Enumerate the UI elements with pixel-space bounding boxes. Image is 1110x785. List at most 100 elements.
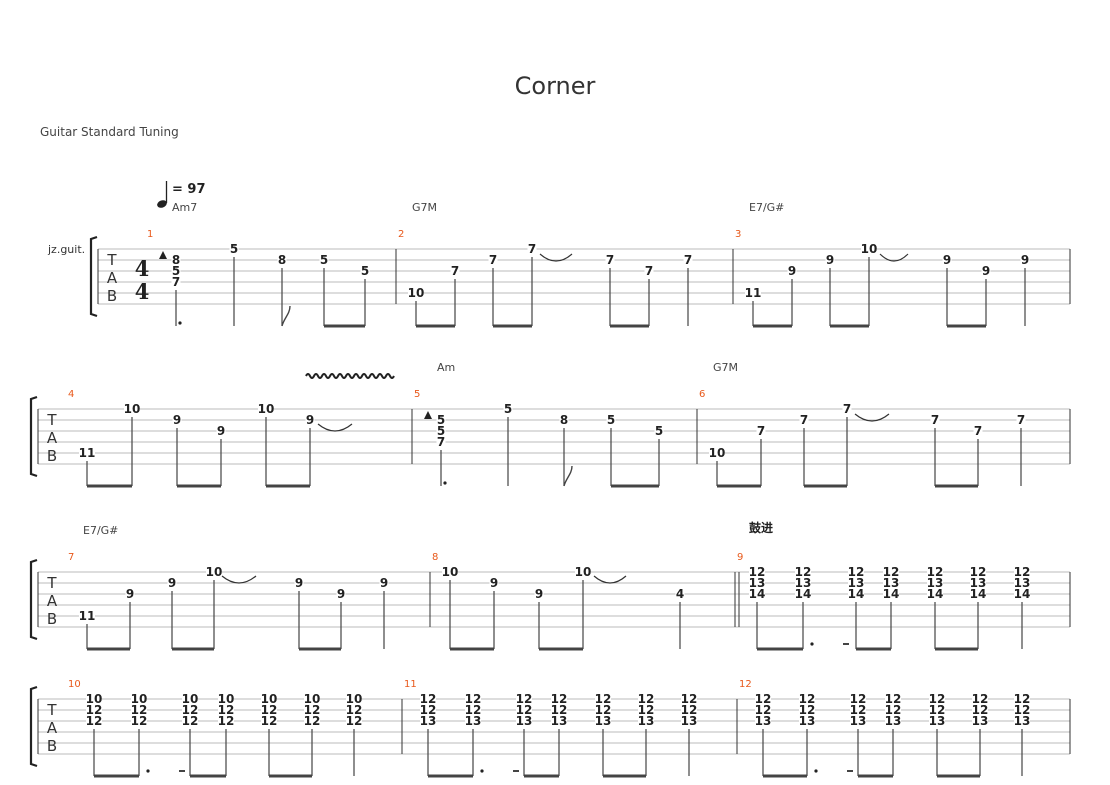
fret-number: 12 [420,703,437,717]
chord-symbol: G7M [412,201,437,214]
fret-bg [131,693,147,705]
fret-number: 13 [970,576,987,590]
fret-bg [606,414,616,426]
tab-letter-b: B [47,737,57,755]
fret-bg [465,693,481,705]
tie [221,575,257,584]
fret-number: 14 [848,587,865,601]
fret-number: 7 [606,253,614,267]
fret-number: 12 [883,565,900,579]
fret-number: 7 [974,424,982,438]
fret-number: 12 [755,692,772,706]
fret-bg [503,403,513,415]
fret-bg [182,704,198,716]
fret-bg [171,254,181,266]
fret-number: 10 [218,692,235,706]
fret-number: 11 [745,286,762,300]
fret-bg [638,715,654,727]
fret-number: 12 [681,692,698,706]
fret-number: 13 [929,714,946,728]
fret-number: 12 [131,703,148,717]
fret-number: 8 [560,413,568,427]
fret-bg [305,414,315,426]
fret-bg [885,693,901,705]
fret-bg [442,566,458,578]
chord-symbol: Am [437,361,455,374]
fret-number: 12 [749,565,766,579]
fret-number: 12 [465,703,482,717]
tab-letter-t: T [46,411,57,429]
fret-bg [172,414,182,426]
fret-bg [218,693,234,705]
tab-letter-a: A [107,269,118,287]
fret-bg [206,566,222,578]
fret-bg [930,414,940,426]
fret-number: 10 [86,692,103,706]
fret-number: 12 [182,703,199,717]
fret-bg [885,715,901,727]
fret-number: 7 [931,413,939,427]
vibrato-icon [305,373,395,379]
fret-number: 7 [684,253,692,267]
fret-bg [861,243,877,255]
fret-number: 13 [638,714,655,728]
time-signature-bottom: 4 [135,279,150,304]
fret-number: 13 [755,714,772,728]
fret-number: 9 [1021,253,1029,267]
fret-number: 12 [755,703,772,717]
fret-number: 12 [516,703,533,717]
tab-letter-t: T [46,574,57,592]
fret-number: 7 [489,253,497,267]
fret-number: 12 [346,703,363,717]
fret-bg [420,704,436,716]
fret-bg [927,577,943,589]
fret-bg [883,588,899,600]
measure-number: 2 [398,229,404,240]
fret-number: 9 [217,424,225,438]
fret-number: 14 [883,587,900,601]
fret-bg [1014,715,1030,727]
fret-bg [488,254,498,266]
fret-number: 12 [681,703,698,717]
fret-bg [527,243,537,255]
fret-number: 12 [850,692,867,706]
fret-number: 10 [709,446,726,460]
fret-bg [973,425,983,437]
fret-number: 12 [972,703,989,717]
song-title: Corner [514,72,596,100]
measure-number: 10 [68,679,81,690]
fret-bg [516,715,532,727]
measure-number: 7 [68,552,74,563]
chord-symbol: E7/G# [83,524,118,537]
fret-bg [850,704,866,716]
chord-symbol: G7M [713,361,738,374]
fret-bg [848,577,864,589]
fret-number: 7 [451,264,459,278]
fret-bg [304,715,320,727]
fret-number: 5 [172,264,180,278]
chord-symbol: Am7 [172,201,197,214]
fret-number: 13 [850,714,867,728]
fret-number: 9 [295,576,303,590]
fret-number: 12 [595,703,612,717]
fret-bg [929,715,945,727]
fret-number: 5 [320,253,328,267]
fret-number: 13 [749,576,766,590]
fret-bg [927,588,943,600]
measure-number: 5 [414,389,420,400]
fret-bg [1016,414,1026,426]
tab-letter-t: T [106,251,117,269]
fret-number: 9 [535,587,543,601]
fret-number: 12 [795,565,812,579]
fret-number: 14 [1014,587,1031,601]
measure-number: 4 [68,389,74,400]
fret-number: 14 [970,587,987,601]
fret-bg [638,704,654,716]
fret-bg [408,287,424,299]
fret-bg [171,276,181,288]
fret-number: 12 [970,565,987,579]
fret-number: 9 [380,576,388,590]
fret-number: 9 [788,264,796,278]
fret-bg [981,265,991,277]
